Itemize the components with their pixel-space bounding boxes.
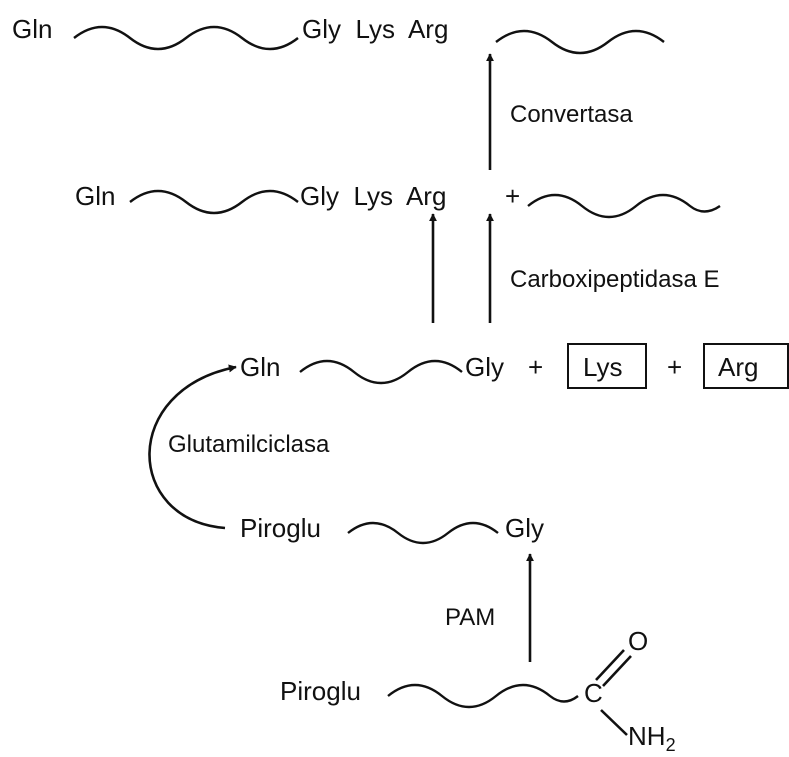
lys-label: Lys (583, 352, 623, 382)
oxygen-label: O (628, 626, 648, 656)
row5-piroglu-label: Piroglu (280, 676, 361, 706)
row1-gln-label: Gln (12, 14, 52, 44)
row3-gly-label: Gly (465, 352, 504, 382)
double-bond-line-2 (602, 655, 632, 687)
glutamilciclasa-arrow (148, 364, 237, 530)
pam-label: PAM (445, 604, 495, 631)
carboxipeptidasa-label: Carboxipeptidasa E (510, 266, 719, 293)
row2-right-chain (527, 193, 721, 219)
row4-gly-label: Gly (505, 513, 544, 543)
glutamilciclasa-label: Glutamilciclasa (168, 431, 330, 458)
lys-box (567, 343, 647, 389)
row1-right-chain (495, 29, 665, 55)
amide-bond-line (600, 709, 628, 736)
row3-plus-sign-2: + (667, 352, 682, 382)
row2-gly-lys-arg-label: Gly Lys Arg (300, 181, 446, 211)
row3-plus-sign-1: + (528, 352, 543, 382)
arg-box (703, 343, 789, 389)
row2-plus-sign: + (505, 181, 520, 211)
double-bond-line-1 (595, 649, 625, 681)
amine-label: NH2 (628, 721, 676, 755)
row4-piroglu-label: Piroglu (240, 513, 321, 543)
convertasa-label: Convertasa (510, 101, 633, 128)
carbon-label: C (584, 678, 603, 708)
row3-gln-label: Gln (240, 352, 280, 382)
arg-label: Arg (718, 352, 758, 382)
row1-gly-lys-arg-label: Gly Lys Arg (302, 14, 448, 44)
row4-chain (347, 521, 499, 545)
row2-left-chain (129, 189, 299, 215)
row2-gln-label: Gln (75, 181, 115, 211)
row3-chain (299, 359, 463, 385)
row1-left-chain (73, 25, 299, 51)
row5-chain (387, 683, 579, 709)
